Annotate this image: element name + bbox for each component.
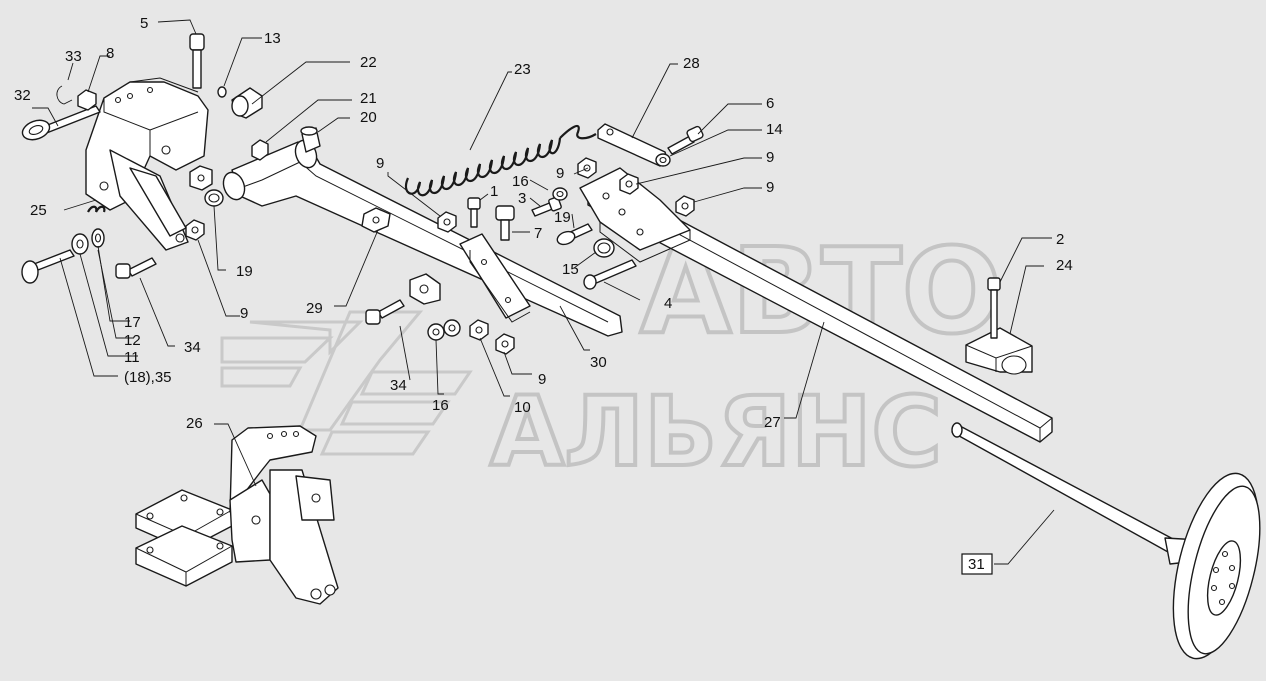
spring-23 (405, 124, 597, 197)
callout-10: 10 (514, 399, 531, 416)
nut-9-left (185, 219, 205, 241)
bracket-plate-4 (579, 167, 691, 263)
bracket-30 (459, 233, 531, 323)
callout-27: 27 (764, 414, 781, 431)
nut-9-lower (495, 333, 515, 355)
washer-12 (91, 228, 105, 248)
callout-14: 14 (766, 121, 783, 138)
nut-9-spring (437, 211, 457, 233)
callout-9-upper-mid: 9 (556, 165, 564, 182)
pin-32 (21, 105, 101, 141)
callout-24: 24 (1056, 257, 1073, 274)
hitch-bracket-26 (135, 425, 339, 605)
callout-22: 22 (360, 54, 377, 71)
callout-17: 17 (124, 314, 141, 331)
callout-2: 2 (1056, 231, 1064, 248)
callout-9-spring: 9 (376, 155, 384, 172)
clip-33 (56, 85, 73, 105)
callout-25: 25 (30, 202, 47, 219)
callout-31-box (961, 553, 993, 575)
bolt-5 (189, 33, 205, 89)
bushing-20 (300, 126, 321, 153)
callout-6: 6 (766, 95, 774, 112)
callout-12: 12 (124, 332, 141, 349)
callout-18-35: (18),35 (124, 369, 172, 386)
callout-33: 33 (65, 48, 82, 65)
callout-26: 26 (186, 415, 203, 432)
callout-29: 29 (306, 300, 323, 317)
pin-19-upper (556, 223, 593, 246)
callout-13: 13 (264, 30, 281, 47)
washers-16-lower (427, 319, 461, 341)
spring-17 (87, 205, 106, 213)
nut-10 (469, 319, 489, 341)
clamp-24 (965, 327, 1033, 375)
cone-22 (231, 87, 263, 119)
callout-8: 8 (106, 45, 114, 62)
callout-20: 20 (360, 109, 377, 126)
disc-shaft-31 (951, 422, 1261, 660)
bolt-34-mid (365, 299, 405, 325)
leader-lines (32, 19, 1055, 565)
callout-34-mid: 34 (390, 377, 407, 394)
bolt-3 (531, 196, 562, 217)
callout-28: 28 (683, 55, 700, 72)
callout-31: 31 (968, 556, 985, 573)
block-plate (361, 207, 391, 233)
bushing-19-left (204, 189, 224, 207)
callout-4: 4 (664, 295, 672, 312)
bolt-1 (467, 197, 481, 228)
callout-9-left: 9 (240, 305, 248, 322)
callouts: 5 13 33 8 22 32 21 20 23 28 6 14 9 9 9 9… (14, 15, 1073, 575)
callout-1: 1 (490, 183, 498, 200)
callout-16-upper: 16 (512, 173, 529, 190)
callout-11: 11 (124, 349, 140, 366)
watermark: АВТО АЛЬЯНС (220, 220, 1004, 490)
watermark-line2: АЛЬЯНС (490, 376, 942, 488)
nut-block (189, 165, 213, 191)
nut-9-right (675, 195, 695, 217)
bolt-6 (667, 125, 704, 155)
callout-21: 21 (360, 90, 377, 107)
callout-30: 30 (590, 354, 607, 371)
ring (593, 238, 615, 258)
nut-21 (251, 139, 269, 161)
callout-34-left: 34 (184, 339, 201, 356)
callout-3: 3 (518, 190, 526, 207)
callout-9-right-upper: 9 (766, 149, 774, 166)
callout-19-upper: 19 (554, 209, 571, 226)
callout-19-left: 19 (236, 263, 253, 280)
callout-9-right-lower: 9 (766, 179, 774, 196)
callout-9-lower: 9 (538, 371, 546, 388)
callout-23: 23 (514, 61, 531, 78)
callout-16-lower: 16 (432, 397, 449, 414)
callout-32: 32 (14, 87, 31, 104)
bolt-2 (987, 277, 1001, 339)
washer-14 (655, 153, 671, 167)
bolt-7 (495, 205, 515, 241)
callout-7: 7 (534, 225, 542, 242)
callout-5: 5 (140, 15, 148, 32)
washer-16-upper (552, 187, 568, 201)
callout-15: 15 (562, 261, 579, 278)
washer-11 (71, 233, 89, 255)
bolt-34-left (115, 257, 157, 279)
bolt-15 (583, 259, 637, 290)
washer-13 (217, 86, 227, 98)
pin-35 (21, 249, 75, 284)
washer-8 (77, 89, 97, 111)
nut-9-mid (619, 173, 639, 195)
